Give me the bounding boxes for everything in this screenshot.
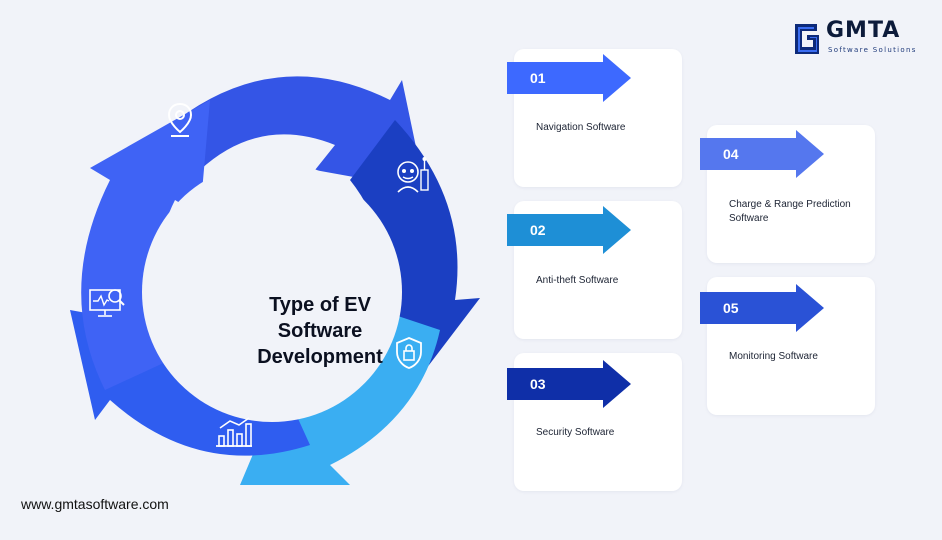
ev-software-cycle: Type of EV Software Development	[50, 60, 500, 500]
step-number: 03	[530, 376, 546, 392]
arrow-tag-icon	[700, 284, 824, 332]
gmta-logo-mark-icon	[795, 24, 819, 54]
cycle-center	[142, 162, 402, 422]
step-tag-02: 02	[507, 206, 631, 254]
arrow-tag-icon	[507, 54, 631, 102]
brand-tagline: Software Solutions	[828, 46, 917, 54]
arrow-tag-icon	[507, 360, 631, 408]
cycle-segment-top	[162, 76, 425, 190]
step-number: 05	[723, 300, 739, 316]
step-tag-05: 05	[700, 284, 824, 332]
step-number: 01	[530, 70, 546, 86]
step-label: Security Software	[536, 427, 615, 438]
website-url[interactable]: www.gmtasoftware.com	[21, 496, 169, 512]
monitor-search-icon	[89, 289, 125, 317]
robot-icon	[397, 157, 429, 193]
step-label: Navigation Software	[536, 122, 626, 133]
arrow-tag-icon	[507, 206, 631, 254]
cycle-segment-left	[81, 100, 210, 390]
step-tag-03: 03	[507, 360, 631, 408]
step-number: 02	[530, 222, 546, 238]
shield-lock-icon	[396, 337, 422, 369]
step-tag-01: 01	[507, 54, 631, 102]
step-tag-04: 04	[700, 130, 824, 178]
step-label: Charge & Range Prediction Software	[729, 199, 851, 224]
step-label: Anti-theft Software	[536, 275, 619, 286]
step-number: 04	[723, 146, 739, 162]
cycle-arrows	[70, 76, 480, 485]
arrow-tag-icon	[700, 130, 824, 178]
brand-logo: GMTA Software Solutions	[792, 18, 932, 60]
brand-name: GMTA	[826, 18, 901, 43]
location-pin-icon	[167, 102, 193, 137]
step-label: Monitoring Software	[729, 351, 818, 362]
diagram-title: Type of EV Software Development	[257, 294, 383, 368]
chart-icon	[216, 417, 252, 447]
